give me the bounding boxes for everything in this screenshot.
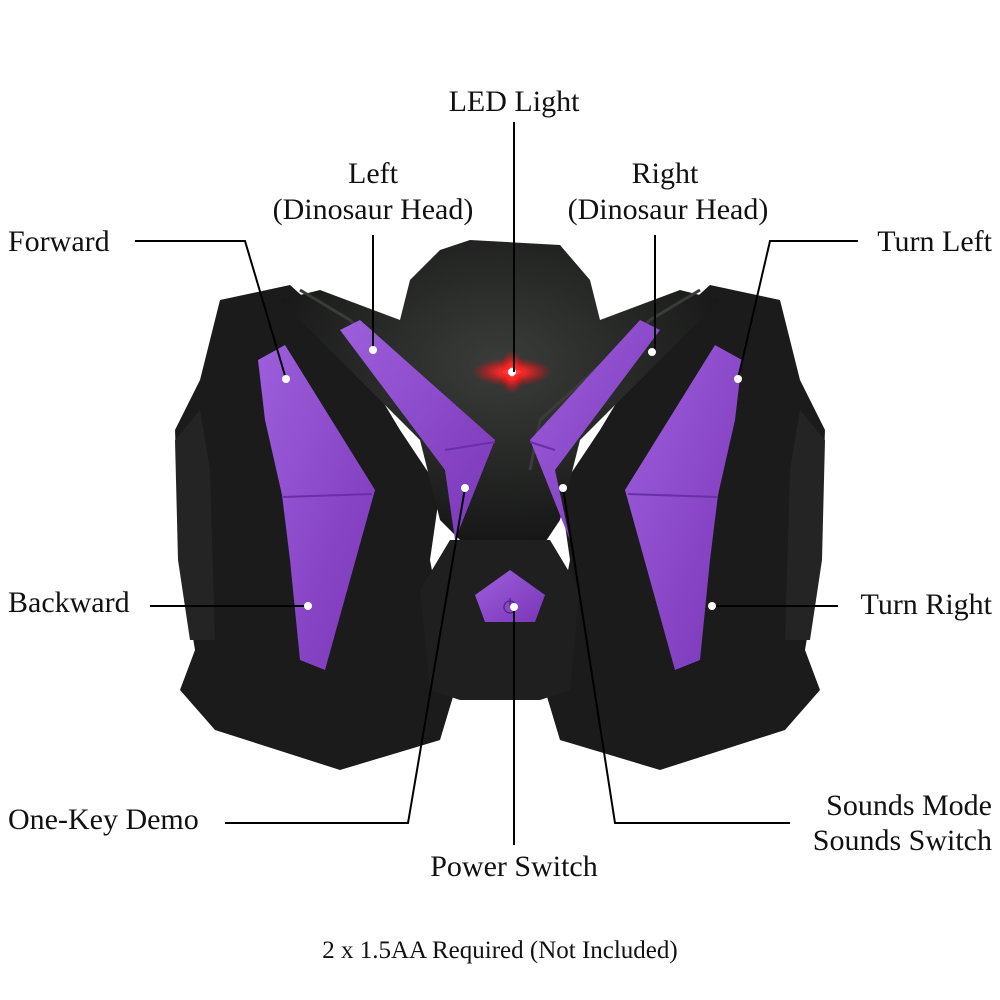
power-button[interactable] bbox=[475, 570, 545, 622]
label-backward: Backward bbox=[8, 586, 130, 619]
central-head bbox=[280, 240, 720, 550]
led-light bbox=[472, 350, 552, 394]
callout-dots bbox=[282, 346, 742, 611]
leader-one-key-demo bbox=[225, 487, 466, 824]
leader-turn-left bbox=[737, 240, 858, 380]
label-right-head-line2: (Dinosaur Head) bbox=[568, 193, 769, 226]
label-sounds-mode: Sounds Mode bbox=[826, 789, 992, 822]
label-turn-right: Turn Right bbox=[861, 588, 993, 621]
label-forward: Forward bbox=[8, 225, 110, 258]
label-power-switch: Power Switch bbox=[430, 850, 598, 883]
label-turn-left: Turn Left bbox=[877, 225, 992, 258]
right-head-button[interactable] bbox=[530, 320, 660, 540]
label-led-light: LED Light bbox=[449, 85, 580, 118]
right-bumper bbox=[785, 410, 825, 640]
label-sounds-switch: Sounds Switch bbox=[813, 824, 992, 857]
label-left-head-line2: (Dinosaur Head) bbox=[273, 193, 474, 226]
label-right-head-line1: Right bbox=[632, 157, 699, 190]
battery-note: 2 x 1.5AA Required (Not Included) bbox=[322, 937, 677, 964]
leader-lines bbox=[135, 122, 858, 845]
label-one-key-demo: One-Key Demo bbox=[8, 803, 199, 836]
left-bumper bbox=[175, 410, 215, 640]
left-head-button[interactable] bbox=[340, 320, 495, 540]
buttons bbox=[258, 320, 742, 670]
leader-forward bbox=[135, 240, 287, 380]
turn-left-right-button[interactable] bbox=[625, 345, 742, 670]
label-left-head-line1: Left bbox=[348, 157, 399, 190]
remote-body bbox=[175, 240, 825, 770]
forward-backward-button[interactable] bbox=[258, 345, 375, 670]
leader-sounds bbox=[562, 487, 790, 824]
